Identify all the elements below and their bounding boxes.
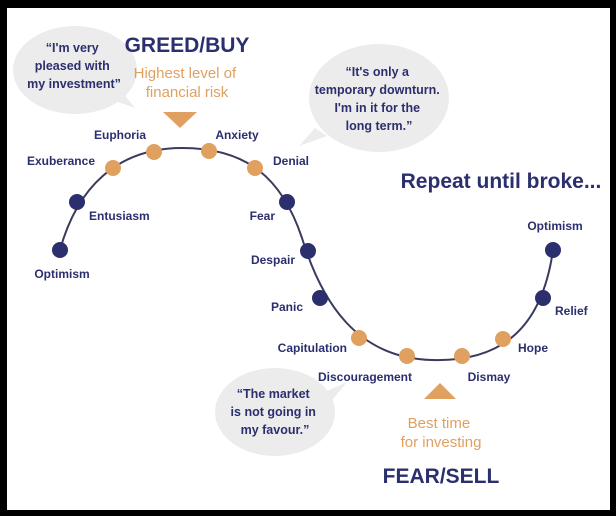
stage-dot-discouragement	[399, 348, 415, 364]
stage-dot-dismay	[454, 348, 470, 364]
repeat-until-broke-heading: Repeat until broke...	[401, 170, 602, 193]
market-cycle-curve	[59, 146, 554, 362]
best-time-line-1: Best time	[408, 415, 471, 432]
stage-label-hope: Hope	[518, 341, 548, 355]
highest-risk-line-2: financial risk	[146, 84, 229, 101]
quote-market-line-1: “The market	[237, 387, 311, 401]
stage-label-euphoria: Euphoria	[94, 128, 146, 142]
stage-dot-despair	[300, 243, 316, 259]
svg-text:“It's only a temporary: “It's only a temporary downturn. I'm in …	[315, 65, 444, 133]
stage-dot-optimism	[545, 242, 561, 258]
stage-dot-exuberance	[105, 160, 121, 176]
quote-bubble-pleased: “I'm very pleased with my investment”	[13, 26, 137, 114]
stage-label-anxiety: Anxiety	[215, 128, 259, 142]
stage-dot-anxiety	[201, 143, 217, 159]
stage-label-entusiasm: Entusiasm	[89, 209, 150, 223]
stage-label-denial: Denial	[273, 154, 309, 168]
quote-market-line-3: my favour.”	[241, 423, 310, 437]
stage-dot-relief	[535, 290, 551, 306]
stage-dot-entusiasm	[69, 194, 85, 210]
quote-pleased-line-2: pleased with	[35, 59, 110, 73]
best-time-callout: Best time for investing	[401, 415, 482, 451]
stage-label-capitulation: Capitulation	[278, 341, 347, 355]
fear-sell-heading: FEAR/SELL	[383, 465, 500, 488]
stage-dot-capitulation	[351, 330, 367, 346]
quote-pleased-line-3: my investment”	[27, 77, 121, 91]
cycle-canvas: “I'm very pleased with my investment” “I…	[13, 26, 602, 488]
quote-market-line-2: is not going in	[231, 405, 316, 419]
quote-downturn-line-2: temporary downturn.	[315, 83, 440, 97]
stage-dot-optimism	[52, 242, 68, 258]
highest-risk-callout: Highest level of financial risk	[134, 65, 241, 101]
stage-label-dismay: Dismay	[468, 370, 511, 384]
quote-pleased-line-1: “I'm very	[46, 41, 99, 55]
stage-dot-panic	[312, 290, 328, 306]
stage-label-discouragement: Discouragement	[318, 370, 412, 384]
highest-risk-line-1: Highest level of	[134, 65, 237, 82]
quote-downturn-line-4: long term.”	[346, 119, 413, 133]
svg-text:“The market is not go: “The market is not going in my favour.”	[231, 387, 320, 437]
quote-downturn-line-1: “It's only a	[346, 65, 410, 79]
quote-bubble-market: “The market is not going in my favour.”	[215, 368, 347, 456]
up-triangle-marker	[424, 383, 456, 399]
market-cycle-diagram: “I'm very pleased with my investment” “I…	[7, 8, 610, 510]
stage-dot-fear	[279, 194, 295, 210]
svg-text:“I'm very pleased with: “I'm very pleased with my investment”	[27, 41, 121, 91]
quote-downturn-line-3: I'm in it for the	[334, 101, 420, 115]
down-triangle-marker	[163, 112, 197, 128]
stage-label-fear: Fear	[250, 209, 276, 223]
stage-dot-denial	[247, 160, 263, 176]
stage-dot-euphoria	[146, 144, 162, 160]
stage-label-panic: Panic	[271, 300, 303, 314]
stage-label-exuberance: Exuberance	[27, 154, 95, 168]
stage-label-optimism: Optimism	[34, 267, 89, 281]
stage-dot-hope	[495, 331, 511, 347]
stage-label-optimism: Optimism	[527, 219, 582, 233]
stage-label-relief: Relief	[555, 304, 589, 318]
best-time-line-2: for investing	[401, 434, 482, 451]
quote-bubble-downturn: “It's only a temporary downturn. I'm in …	[299, 44, 449, 152]
stage-label-despair: Despair	[251, 253, 295, 267]
greed-buy-heading: GREED/BUY	[125, 34, 250, 57]
